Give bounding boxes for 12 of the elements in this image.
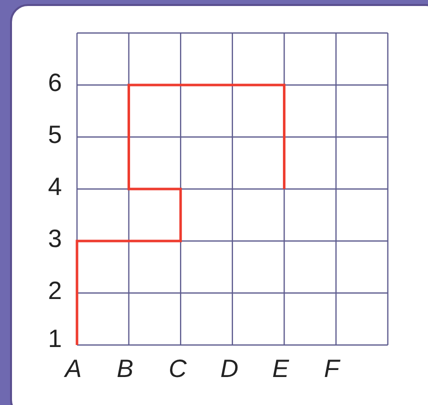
column-letter: B (116, 357, 134, 382)
row-number: 5 (48, 123, 62, 148)
column-letter: F (324, 357, 340, 382)
row-number: 2 (48, 279, 62, 304)
row-number: 6 (48, 71, 62, 96)
row-number: 1 (48, 327, 62, 352)
row-number: 4 (48, 175, 62, 200)
column-letter: D (220, 357, 238, 382)
row-number: 3 (48, 227, 62, 252)
column-letter: A (65, 357, 82, 382)
column-letter: C (168, 357, 187, 382)
column-letter: E (272, 357, 289, 382)
